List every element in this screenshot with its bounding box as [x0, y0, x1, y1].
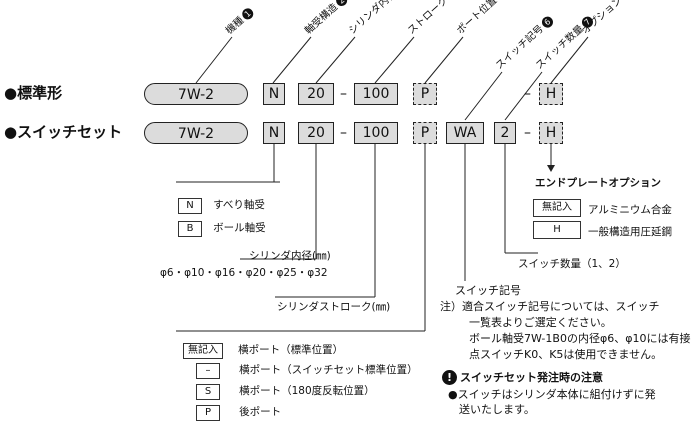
bore-values: φ6・φ10・φ16・φ20・φ25・φ32	[160, 267, 328, 279]
port-legend-item: S 横ポート（180度反転位置）	[196, 379, 375, 400]
caution-line: ●スイッチはシリンダ本体に組付けずに発	[448, 388, 656, 401]
port-text: 横ポート（180度反転位置）	[239, 385, 375, 397]
port-text: 横ポート（スイッチセット標準位置）	[239, 364, 418, 376]
caution-line: 送いたします。	[459, 403, 535, 416]
separator-dash: –	[340, 86, 347, 102]
model-pill: 7W-2	[144, 122, 248, 144]
bearing-code: N	[178, 198, 202, 214]
port-code: S	[196, 384, 220, 400]
port-code: –	[196, 363, 220, 379]
switch-symbol-box: WA	[446, 122, 484, 144]
bore-box: 20	[298, 83, 334, 105]
bearing-legend-item: N すべり軸受	[178, 193, 265, 214]
port-box: P	[413, 83, 437, 105]
bearing-legend-item: B ボール軸受	[178, 216, 266, 237]
option-text: 一般構造用圧延鋼	[588, 226, 672, 238]
bore-box: 20	[298, 122, 334, 144]
switch-symbol-title: スイッチ記号	[455, 284, 521, 297]
port-legend-item: 無記入 横ポート（標準位置）	[183, 338, 343, 359]
switch-note-line: 点スイッチK0、K5は使用できません。	[469, 348, 663, 361]
bore-title: シリンダ内径(㎜)	[249, 250, 331, 262]
switch-note-line: 注）適合スイッチ記号については、スイッチ	[440, 300, 660, 313]
warning-icon: !	[442, 370, 457, 385]
model-pill: 7W-2	[144, 83, 248, 105]
bearing-box: N	[263, 122, 285, 144]
option-box: H	[539, 83, 563, 105]
caution-title: スイッチセット発注時の注意	[460, 371, 603, 384]
row-label-switch-set: ●スイッチセット	[4, 123, 123, 141]
option-code: H	[533, 221, 581, 239]
bearing-code: B	[178, 221, 202, 237]
separator-dash: –	[340, 125, 347, 141]
option-legend-title: エンドプレートオプション	[535, 177, 661, 189]
switch-note-line: ボール軸受7W-1B0の内径φ6、φ10には有接	[469, 332, 691, 345]
switch-qty-label: スイッチ数量（1、2）	[518, 258, 626, 270]
bearing-box: N	[263, 83, 285, 105]
port-legend-item: P 後ポート	[196, 400, 281, 421]
port-box: P	[413, 122, 437, 144]
option-text: アルミニウム合金	[588, 204, 672, 216]
row-label-standard: ●標準形	[4, 84, 63, 102]
switch-qty-box: 2	[494, 122, 516, 144]
separator-dash: –	[524, 86, 531, 102]
port-legend-item: – 横ポート（スイッチセット標準位置）	[196, 358, 418, 379]
bearing-text: ボール軸受	[213, 222, 266, 234]
bearing-text: すべり軸受	[213, 199, 265, 211]
port-text: 横ポート（標準位置）	[238, 344, 344, 356]
stroke-box: 100	[354, 83, 398, 105]
port-text: 後ポート	[239, 406, 282, 418]
port-code: 無記入	[183, 343, 223, 359]
stroke-box: 100	[354, 122, 398, 144]
switch-note-line: 一覧表よりご選定ください。	[469, 316, 612, 329]
stroke-title: シリンダストローク(㎜)	[277, 301, 391, 313]
option-code: 無記入	[533, 199, 581, 217]
option-box: H	[539, 122, 563, 144]
separator-dash: –	[524, 125, 531, 141]
